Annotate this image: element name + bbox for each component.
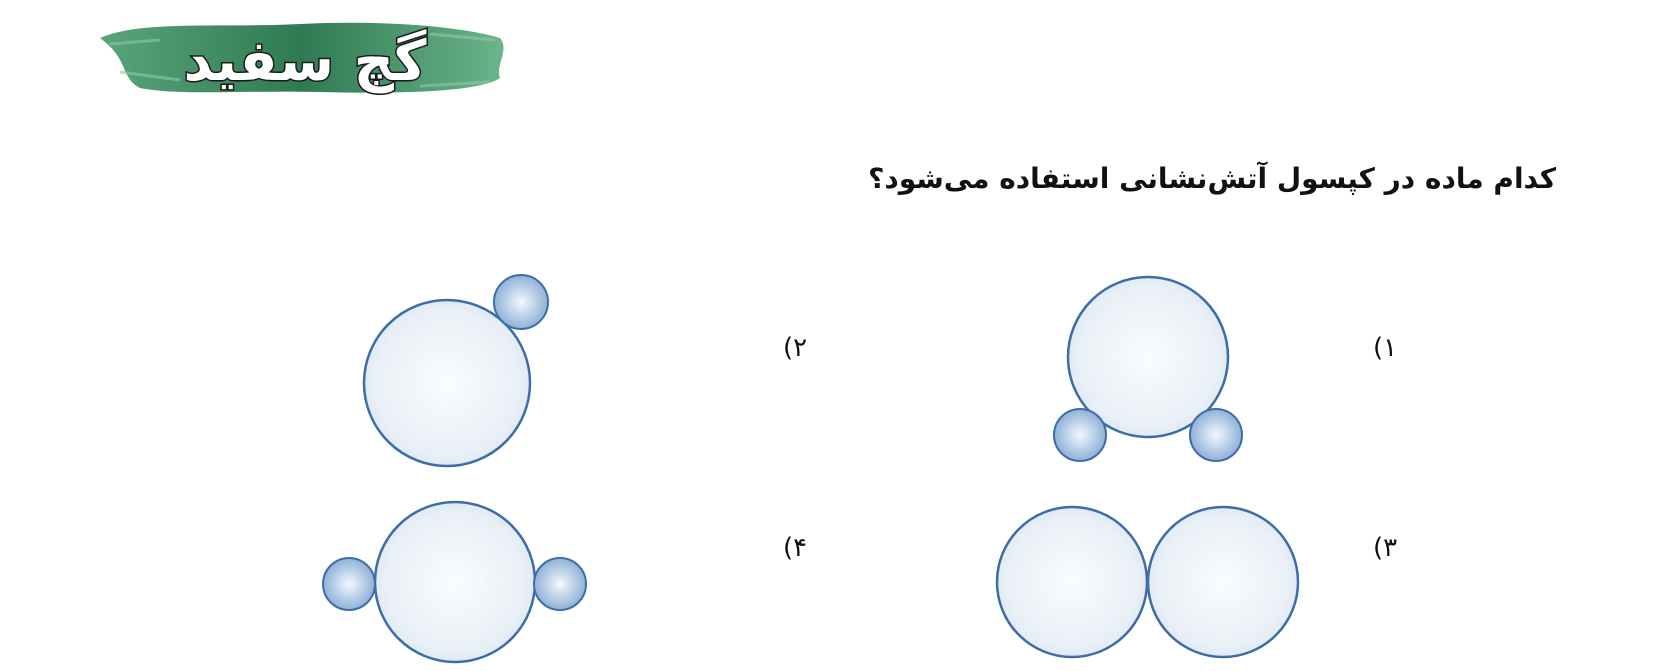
option-3-large-atom-left <box>995 505 1149 659</box>
option-1-large-atom <box>1066 275 1230 439</box>
option-3-molecule[interactable] <box>995 505 1300 659</box>
option-3-large-atom-right <box>1146 505 1300 659</box>
option-4-label[interactable]: ۴) <box>783 533 808 563</box>
option-2-molecule[interactable] <box>362 274 549 468</box>
logo-graphic: گچ سفید <box>100 22 504 96</box>
site-logo: گچ سفید <box>100 10 520 115</box>
option-4-large-atom <box>373 500 537 664</box>
logo-brush-stroke <box>100 22 504 93</box>
question-text: کدام ماده در کپسول آتش‌نشانی استفاده می‌… <box>868 162 1556 195</box>
option-4-small-atom-left <box>322 557 376 611</box>
option-1-small-atom-left <box>1053 408 1107 462</box>
option-1-label[interactable]: ۱) <box>1373 333 1398 363</box>
option-1-small-atom-right <box>1189 408 1243 462</box>
option-3-label[interactable]: ۳) <box>1373 533 1398 563</box>
option-2-small-atom <box>493 274 549 330</box>
option-2-large-atom <box>362 298 532 468</box>
logo-text: گچ سفید <box>183 29 426 94</box>
option-4-small-atom-right <box>533 557 587 611</box>
option-2-label[interactable]: ۲) <box>783 333 808 363</box>
option-1-molecule[interactable] <box>1053 275 1243 462</box>
option-4-molecule[interactable] <box>322 500 587 664</box>
